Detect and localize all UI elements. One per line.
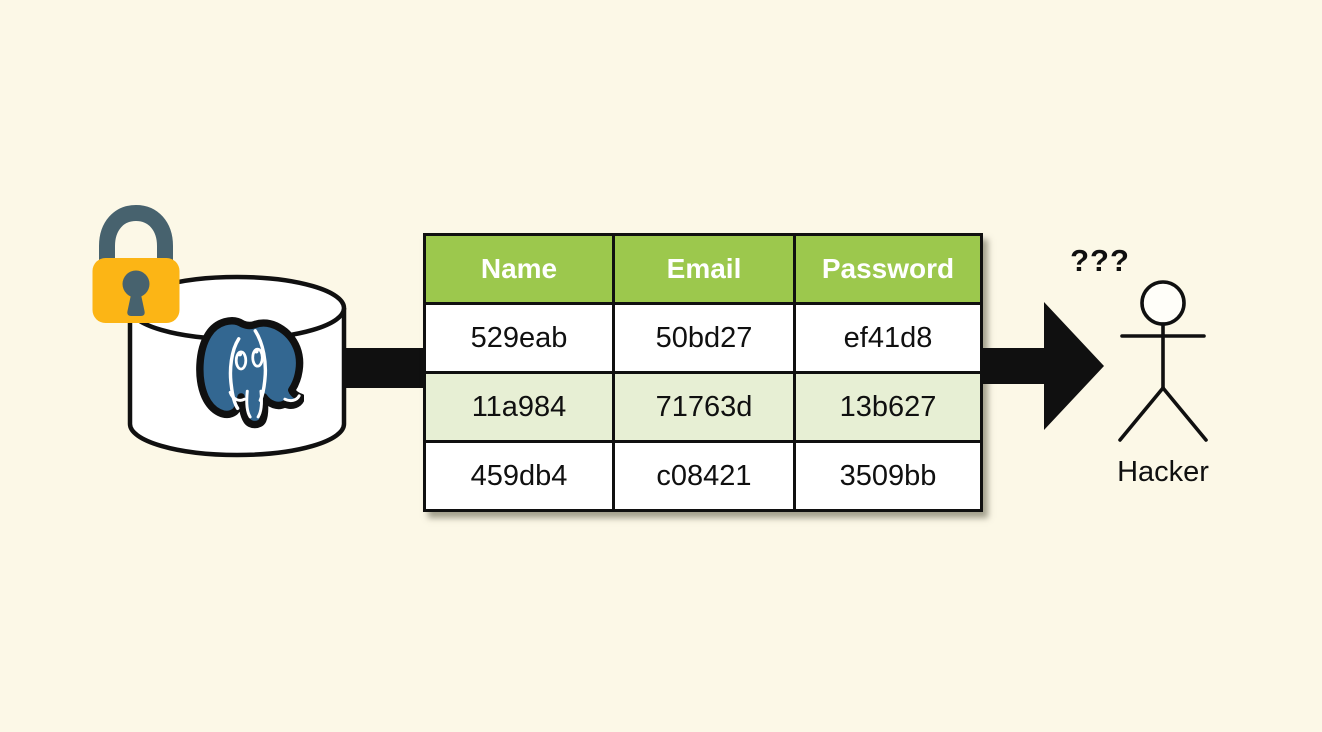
table-row: 11a984 71763d 13b627 bbox=[423, 371, 983, 443]
cell-email: 50bd27 bbox=[612, 302, 796, 374]
cell-name: 11a984 bbox=[423, 371, 615, 443]
cell-name: 459db4 bbox=[423, 440, 615, 512]
cell-password: 13b627 bbox=[793, 371, 983, 443]
table-row: 459db4 c08421 3509bb bbox=[423, 440, 983, 512]
cell-password: 3509bb bbox=[793, 440, 983, 512]
cell-email: 71763d bbox=[612, 371, 796, 443]
flow-arrow-left bbox=[346, 348, 424, 388]
cell-password: ef41d8 bbox=[793, 302, 983, 374]
postgresql-elephant-icon bbox=[196, 317, 304, 429]
hacker-stick-figure-icon bbox=[1118, 280, 1208, 442]
table-row: 529eab 50bd27 ef41d8 bbox=[423, 302, 983, 374]
cell-name: 529eab bbox=[423, 302, 615, 374]
hacker-label: Hacker bbox=[1117, 456, 1209, 488]
column-header-email: Email bbox=[612, 233, 796, 305]
question-marks-label: ??? bbox=[1070, 243, 1130, 278]
column-header-password: Password bbox=[793, 233, 983, 305]
padlock-icon bbox=[92, 204, 180, 323]
hashed-data-table: Name Email Password 529eab 50bd27 ef41d8… bbox=[423, 233, 983, 512]
column-header-name: Name bbox=[423, 233, 615, 305]
table-header-row: Name Email Password bbox=[423, 233, 983, 305]
flow-arrow-right bbox=[980, 302, 1104, 430]
cell-email: c08421 bbox=[612, 440, 796, 512]
